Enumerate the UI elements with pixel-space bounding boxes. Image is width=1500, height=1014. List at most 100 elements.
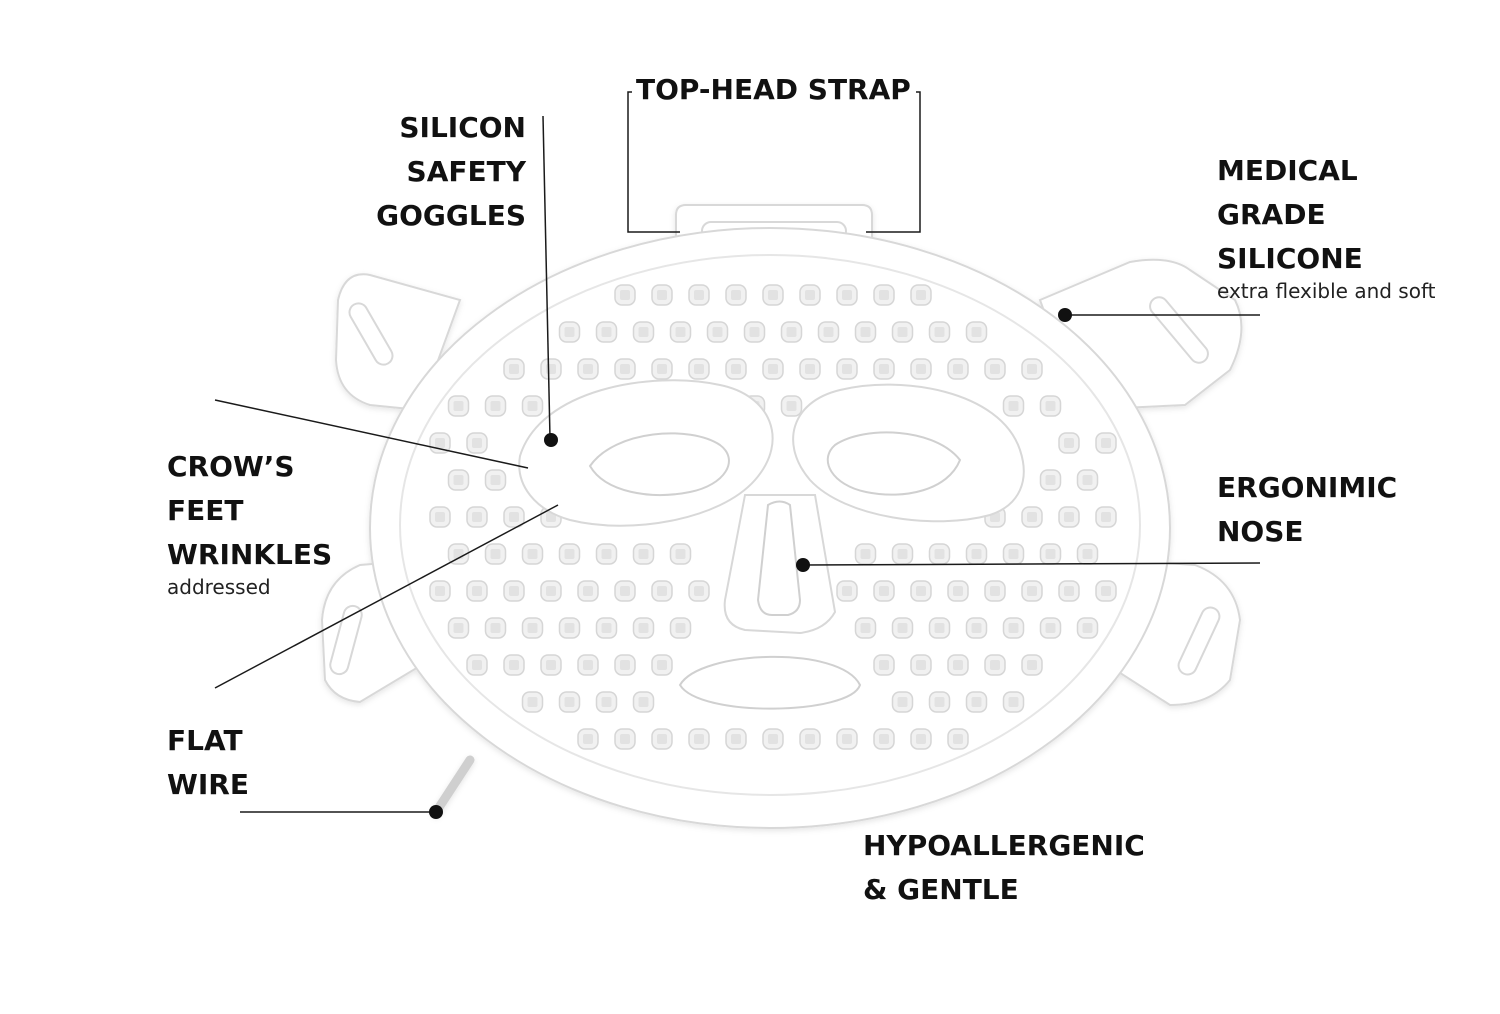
label-top-head-strap: TOP-HEAD STRAP [636,68,911,112]
led-core [842,364,852,374]
label-sub: extra flexible and soft [1217,279,1436,303]
dot-medical-silicone [1058,308,1072,322]
label-silicon-goggles: SILICON SAFETY GOGGLES [360,106,526,238]
led-core [916,734,926,744]
led-core [675,327,686,337]
led-core [453,401,464,411]
led-core [897,549,908,559]
led-core [1101,438,1111,448]
label-line: FEET [167,494,244,527]
led-core [897,697,908,707]
led-core [805,734,815,744]
led-core [990,364,1000,374]
label-line: SAFETY [406,155,526,188]
led-core [490,623,501,633]
right-lower-strap-slot [1177,606,1221,676]
right-upper-strap-slot [1149,296,1209,364]
led-core [546,660,556,670]
label-line: SILICON [399,111,526,144]
label-line: MEDICAL [1217,154,1358,187]
label-crows-feet: CROW’S FEET WRINKLES addressed [167,445,332,597]
led-core [731,290,741,300]
led-core [583,660,593,670]
led-core [1082,623,1093,633]
leader-top-head-strap-right [866,91,921,233]
leader-crows-feet-upper [214,399,529,469]
mask-inner-rim [399,254,1141,796]
callout-dots [429,308,1072,819]
led-core [731,734,741,744]
led-core [509,512,519,522]
led-core [583,586,593,596]
led-core [435,586,445,596]
led-core [768,290,778,300]
led-core [1064,586,1074,596]
led-core [435,512,445,522]
leader-top-head-strap [627,91,680,233]
led-core [583,734,593,744]
led-core [953,734,963,744]
led-core [971,327,982,337]
dot-ergonomic-nose [796,558,810,572]
led-core [601,623,612,633]
led-core [527,697,538,707]
led-core [1045,623,1056,633]
nose-channel [756,500,802,616]
led-core [860,623,871,633]
led-core [1008,697,1019,707]
led-core [620,586,630,596]
led-core [1008,623,1019,633]
led-core [879,364,889,374]
label-line: WIRE [167,768,249,801]
led-core [934,623,945,633]
led-core [638,697,649,707]
label-line: GOGGLES [376,199,526,232]
led-core [694,734,704,744]
label-line: CROW’S [167,450,295,483]
led-core [638,549,649,559]
led-core [971,697,982,707]
led-core [1082,475,1093,485]
led-core [916,364,926,374]
led-core [879,586,889,596]
led-core [953,660,963,670]
led-core [1101,512,1111,522]
led-core [934,549,945,559]
left-lower-strap-slot [329,604,363,676]
led-core [1045,401,1056,411]
led-core [768,734,778,744]
led-core [638,327,649,337]
led-core [453,475,464,485]
label-sub: addressed [167,575,271,599]
led-core [453,623,464,633]
led-core [583,364,593,374]
led-core [823,327,834,337]
led-core [657,734,667,744]
led-core [601,327,612,337]
led-core [842,290,852,300]
led-core [1064,438,1074,448]
led-core [768,364,778,374]
led-core [490,475,501,485]
led-core [842,586,852,596]
led-core [731,364,741,374]
led-core [694,586,704,596]
label-line: SILICONE [1217,242,1363,275]
label-line: HYPOALLERGENIC [863,829,1145,862]
led-core [1027,660,1037,670]
led-core [712,327,723,337]
led-core [620,734,630,744]
led-core [749,327,760,337]
led-core [657,364,667,374]
label-hypoallergenic: HYPOALLERGENIC & GENTLE [863,824,1145,912]
led-core [675,549,686,559]
led-core [472,512,482,522]
label-line: & GENTLE [863,873,1019,906]
led-core [527,549,538,559]
led-core [601,549,612,559]
mask-openings [518,379,1025,710]
label-flat-wire: FLAT WIRE [167,719,249,807]
right-eye-hole [826,431,962,496]
left-eye-hole [588,432,730,496]
